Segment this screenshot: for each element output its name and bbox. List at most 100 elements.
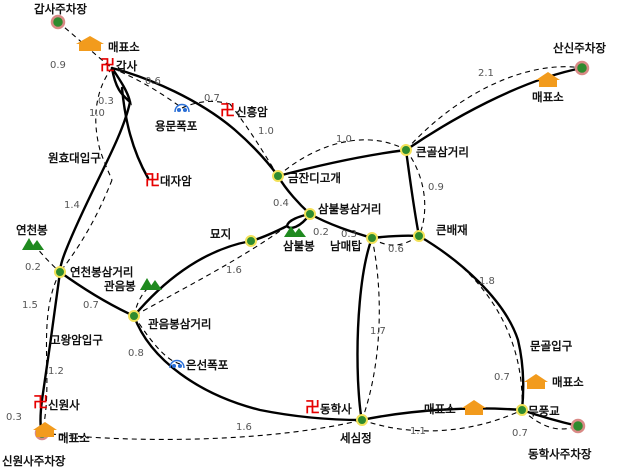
- distance-label: 0.7: [204, 93, 220, 104]
- alt-eunseon: [133, 315, 181, 365]
- label-gowangam-entrance[interactable]: 고왕암입구: [50, 333, 103, 347]
- distance-label: 1.7: [370, 326, 386, 337]
- trail-nammae-sesim: [356, 236, 374, 422]
- distance-label: 0.3: [341, 229, 357, 240]
- alt-myoji-gwaneum: [133, 225, 288, 317]
- label-eunseon-falls[interactable]: 은선폭포: [186, 358, 229, 372]
- trail-myoji-gwaneum: [132, 239, 253, 318]
- label-myoji[interactable]: 묘지: [210, 227, 232, 241]
- peak-icon-yeoncheon-2: [30, 240, 44, 250]
- alt-keungol-baejae: [405, 149, 426, 237]
- distance-label: 0.6: [145, 76, 161, 87]
- label-keunbaejae[interactable]: 큰배재: [436, 223, 468, 237]
- node-donghak-parking: [570, 418, 586, 434]
- label-sinwonsa-parking[interactable]: 신원사주차장: [2, 454, 66, 468]
- trail-yeoncheon-sinwonsa: [39, 270, 62, 435]
- label-nammaetap[interactable]: 남매탑: [330, 239, 362, 253]
- ticket-booths: [33, 36, 560, 437]
- distance-label: 1.0: [258, 126, 274, 137]
- ticket-booth-icon-sansin: [536, 72, 560, 87]
- label-sambulbong[interactable]: 삼불봉: [283, 239, 315, 253]
- label-yeoncheonbong-junction[interactable]: 연천봉삼거리: [70, 265, 134, 279]
- distance-label: 0.7: [512, 428, 528, 439]
- label-donghaksa[interactable]: 동학사: [320, 402, 352, 416]
- label-ticket-booth-sansin: 매표소: [532, 90, 564, 104]
- label-gwaneumbong-junction[interactable]: 관음봉삼거리: [148, 317, 212, 331]
- distance-label: 2.1: [478, 68, 494, 79]
- label-ticket-booth-gapsa: 매표소: [108, 40, 140, 54]
- distance-label: 0.3: [98, 96, 114, 107]
- distance-label: 1.6: [226, 265, 242, 276]
- distance-label: 0.4: [273, 198, 289, 209]
- label-geumjandi-pass[interactable]: 금잔디고개: [288, 171, 341, 185]
- distance-label: 0.6: [388, 244, 404, 255]
- temple-icon-gapsa: 卍: [100, 56, 116, 74]
- peak-icon-sambul-2: [292, 228, 306, 237]
- distance-label: 0.9: [50, 60, 66, 71]
- trail-keungol-sansin: [404, 66, 584, 152]
- alt-nammae-sesim: [361, 237, 380, 421]
- label-mungol-entrance[interactable]: 문골입구: [530, 339, 573, 353]
- label-donghaksa-parking[interactable]: 동학사주차장: [528, 447, 592, 461]
- node-sambul: [304, 208, 316, 220]
- distance-label: 0.3: [6, 412, 22, 423]
- trail-gapsa-yeoncheon: [58, 100, 132, 274]
- distance-label: 0.7: [494, 372, 510, 383]
- label-sinwonsa[interactable]: 신원사: [48, 398, 80, 412]
- label-keungol-junction[interactable]: 큰골삼거리: [416, 145, 469, 159]
- alt-wonhyo: [59, 179, 113, 273]
- label-sinheungam[interactable]: 신흥암: [236, 105, 268, 119]
- trail-geumjandi-keungol: [276, 148, 408, 178]
- node-myoji: [245, 235, 257, 247]
- alt-gapsa-west: [95, 67, 113, 181]
- temple-icon-sinheungam: 卍: [220, 101, 236, 119]
- label-mupunggyo[interactable]: 무풍교: [528, 404, 560, 418]
- label-sesimjeong[interactable]: 세심정: [340, 431, 372, 445]
- label-gapsa[interactable]: 갑사: [116, 59, 138, 73]
- node-sansin-parking: [574, 60, 590, 76]
- alt-sinwon-sesim: [41, 419, 363, 440]
- trail-baejae-mupung: [417, 234, 525, 412]
- trail-keungol-baejae: [404, 148, 421, 238]
- waterfall-icon-eunseon: [169, 359, 185, 369]
- label-sinsin-parking[interactable]: 산신주차장: [553, 41, 606, 55]
- distance-label: 0.9: [428, 182, 444, 193]
- alt-mungol: [418, 235, 523, 411]
- label-yeoncheonbong[interactable]: 연천봉: [16, 223, 48, 237]
- label-wonhyodae-entrance[interactable]: 원효대입구: [48, 151, 101, 165]
- waterfall-icon-yongmun: [174, 103, 190, 113]
- waterfalls: [169, 103, 190, 369]
- distance-label: 1.6: [236, 422, 252, 433]
- distance-label: 1.2: [48, 366, 64, 377]
- node-gwaneum-junction: [128, 310, 140, 322]
- label-gapsa-parking[interactable]: 갑사주차장: [34, 2, 87, 16]
- node-geumjandi: [272, 170, 284, 182]
- alt-sinheung-geumjandi: [229, 103, 279, 177]
- node-mupung: [516, 404, 528, 416]
- node-yeoncheon-junction: [54, 266, 66, 278]
- distance-label: 0.2: [313, 227, 329, 238]
- temple-icon-donghaksa: 卍: [305, 398, 321, 416]
- label-sambulbong-junction[interactable]: 삼불봉삼거리: [318, 202, 382, 216]
- distance-label: 1.8: [479, 276, 495, 287]
- label-gwaneumbong[interactable]: 관음봉: [104, 279, 136, 293]
- distance-label: 1.1: [410, 426, 426, 437]
- distance-label: 1.0: [336, 134, 352, 145]
- trail-yeoncheon-gwaneum: [58, 270, 136, 318]
- distance-label: 1.4: [64, 200, 80, 211]
- distance-label: 1.0: [89, 108, 105, 119]
- label-yongmun-falls[interactable]: 용문폭포: [155, 119, 198, 133]
- node-sesim: [356, 414, 368, 426]
- trail-gwaneum-sesim: [132, 314, 364, 422]
- peaks: [22, 226, 306, 290]
- label-ticket-booth-sinwonsa: 매표소: [58, 431, 90, 445]
- ticket-booth-icon-sinwonsa: [33, 422, 57, 437]
- alt-keungol-sansin: [405, 66, 583, 151]
- label-daejaam[interactable]: 대자암: [160, 174, 192, 188]
- distance-label: 0.2: [25, 262, 41, 273]
- label-ticket-booth-mungol: 매표소: [552, 375, 584, 389]
- ticket-booth-icon-gapsa: [76, 36, 104, 51]
- label-ticket-booth-sesim: 매표소: [424, 402, 456, 416]
